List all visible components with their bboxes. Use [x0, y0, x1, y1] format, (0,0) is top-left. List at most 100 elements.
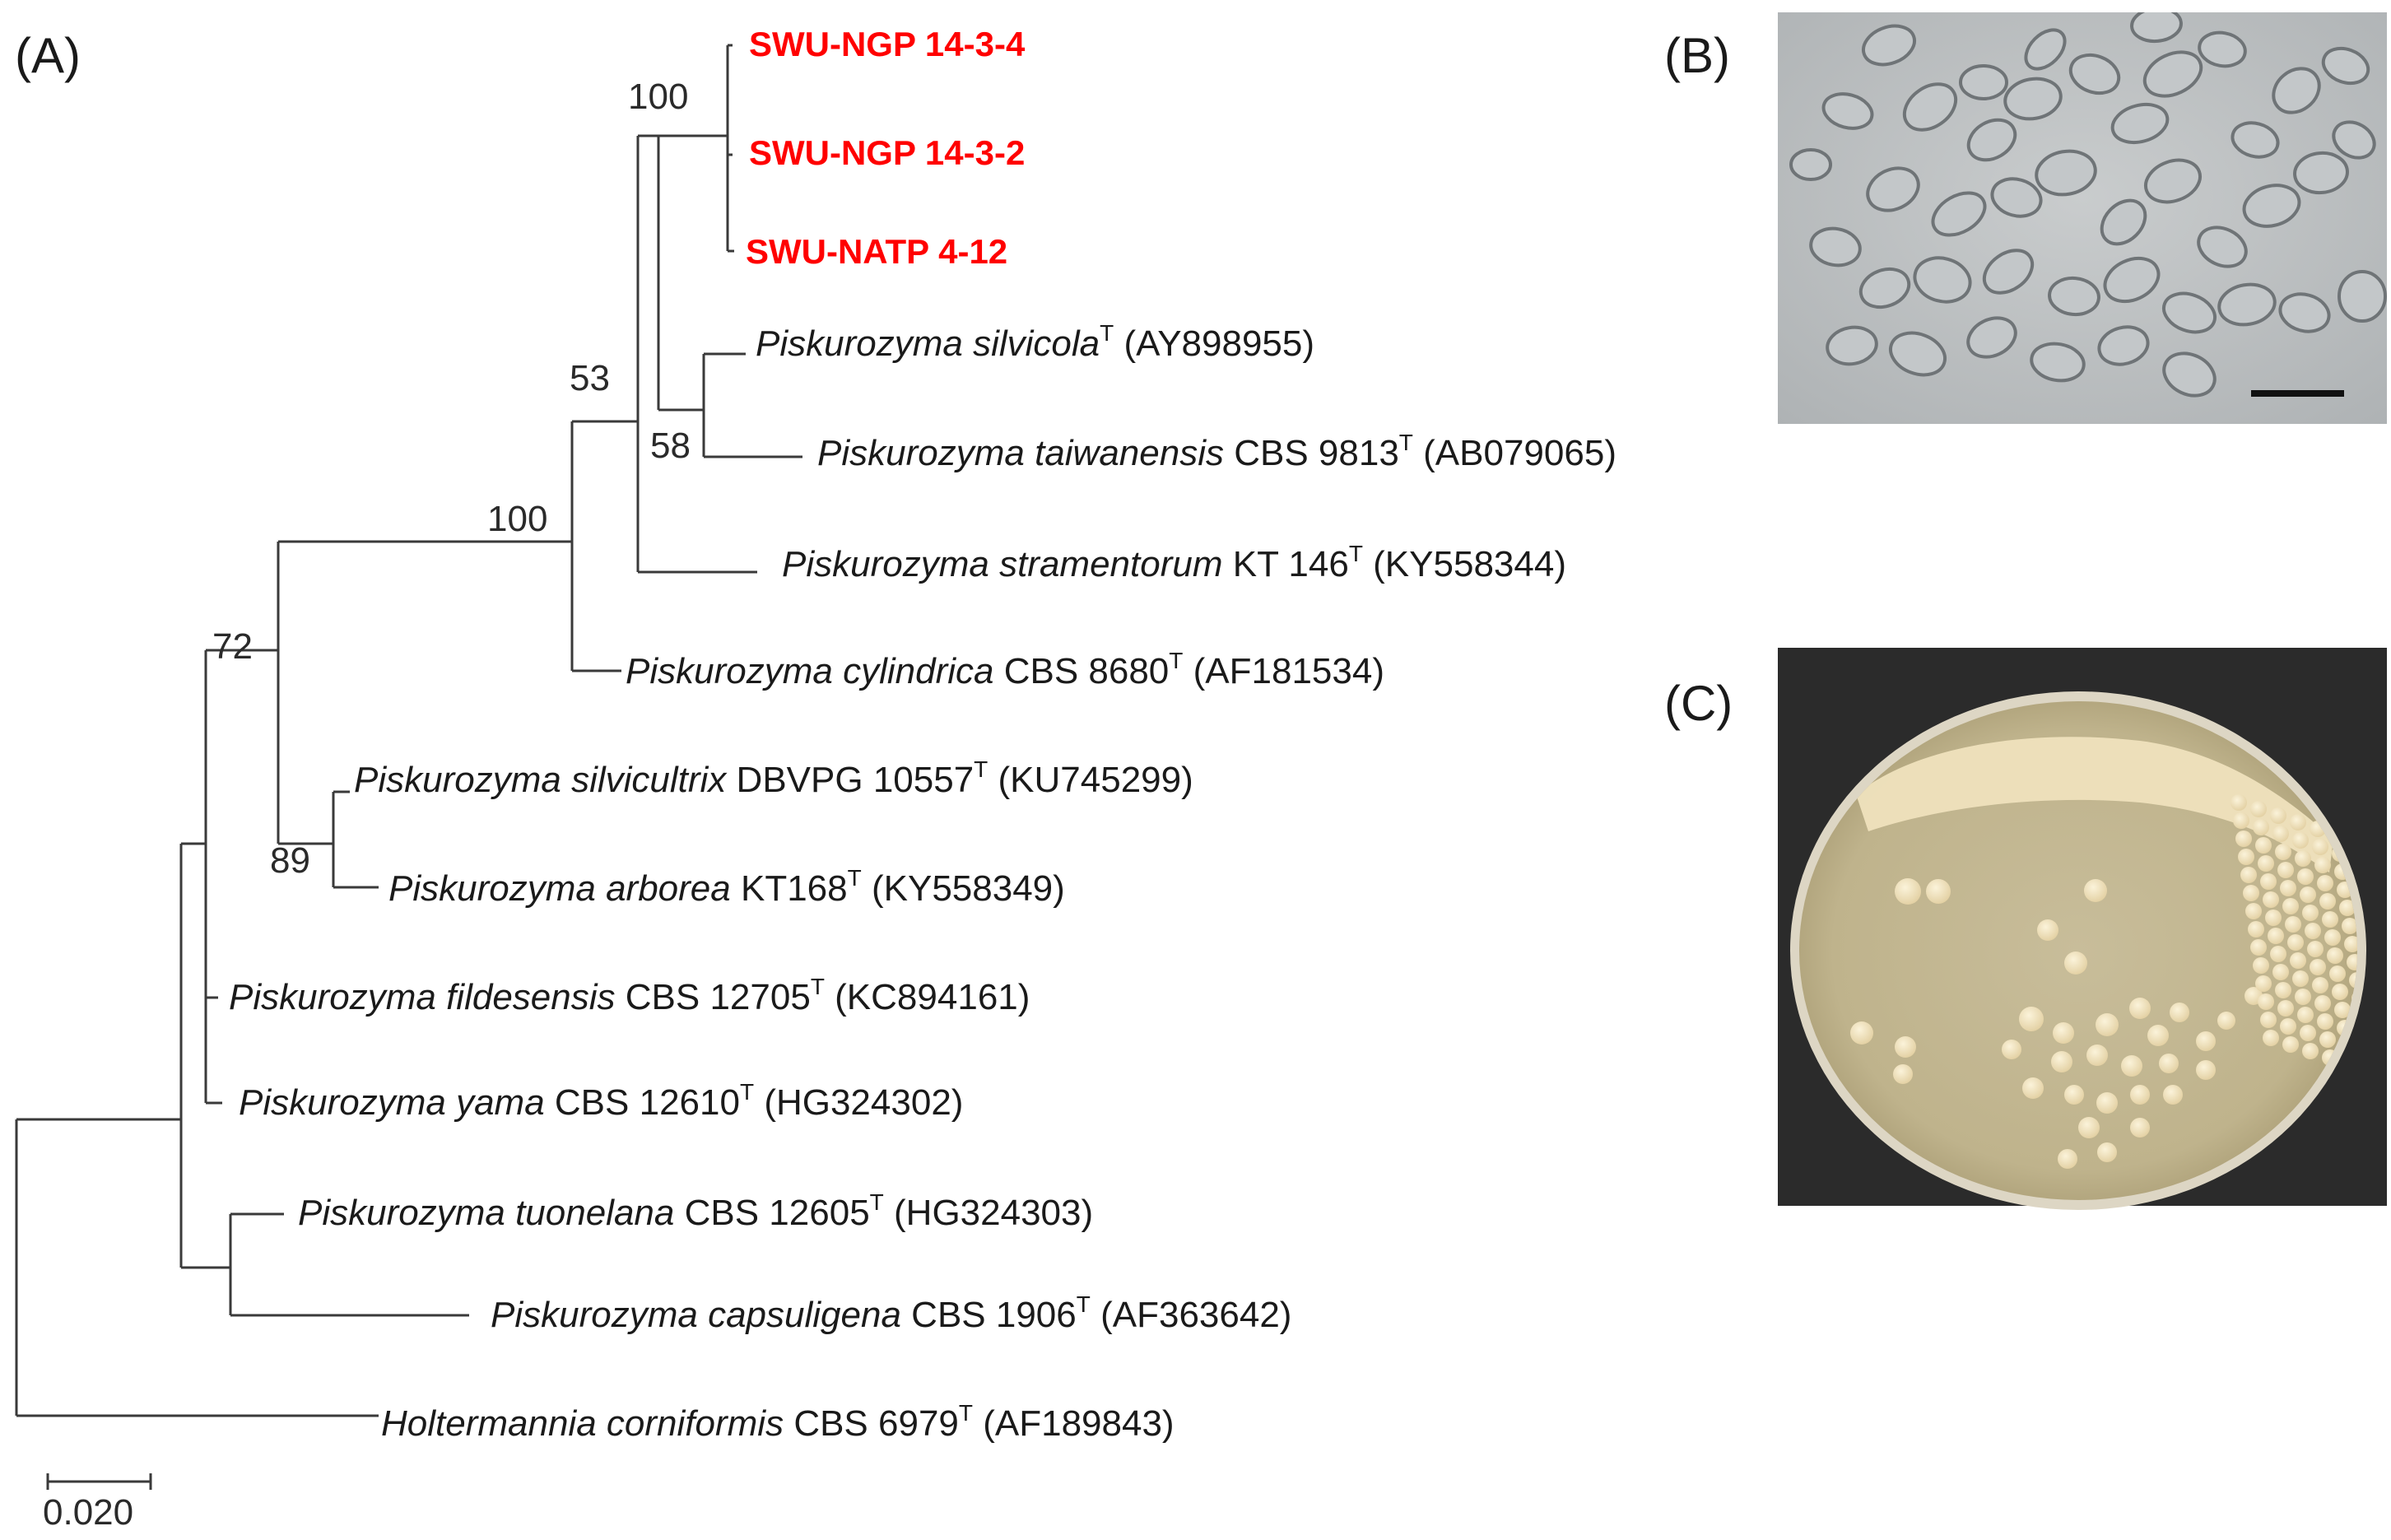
colony	[2051, 1051, 2072, 1072]
colonies	[1850, 794, 2357, 1169]
colony	[2314, 857, 2331, 873]
taxon-label: Piskurozyma yama CBS 12610T (HG324302)	[239, 1079, 963, 1123]
colony	[2329, 965, 2346, 982]
colony	[2260, 873, 2277, 890]
colony	[2022, 1077, 2044, 1099]
colony	[2064, 951, 2087, 975]
colony	[2282, 898, 2299, 914]
colony	[1926, 879, 1951, 904]
taxon-label: Piskurozyma taiwanensis CBS 9813T (AB079…	[817, 430, 1616, 473]
yeast-cell	[1809, 226, 1862, 268]
yeast-cell	[2003, 77, 2063, 121]
panel-label-a: (A)	[15, 28, 81, 83]
colony	[2344, 936, 2357, 952]
colony	[2317, 1013, 2333, 1030]
taxon-label-highlighted: SWU-NGP 14-3-2	[749, 133, 1025, 172]
taxon-labels: SWU-NGP 14-3-4 SWU-NGP 14-3-2 SWU-NATP 4…	[229, 25, 1616, 1444]
colony	[2314, 995, 2331, 1012]
colony	[2295, 850, 2311, 867]
taxon-label: Piskurozyma fildesensis CBS 12705T (KC89…	[229, 974, 1030, 1017]
colony	[1850, 1021, 1873, 1045]
colony	[2096, 1092, 2118, 1114]
colony	[2196, 1031, 2216, 1051]
colony	[2270, 807, 2286, 824]
colony	[2277, 1000, 2294, 1017]
colony	[2280, 1018, 2296, 1035]
colony	[2319, 1031, 2336, 1048]
taxon-label: Piskurozyma tuonelana CBS 12605T (HG3243…	[298, 1189, 1093, 1233]
colony	[2305, 923, 2321, 939]
colony	[2084, 879, 2107, 902]
colony	[2319, 893, 2336, 910]
colony	[2086, 1045, 2108, 1066]
panel-label-b: (B)	[1664, 28, 1730, 83]
yeast-cell	[2097, 325, 2150, 366]
yeast-cell	[2110, 102, 2170, 145]
yeast-cell	[1902, 82, 1958, 132]
colony	[2233, 812, 2249, 829]
taxon-label-highlighted: SWU-NGP 14-3-4	[749, 25, 1026, 63]
colony	[2312, 977, 2328, 993]
agar-surface	[1799, 701, 2357, 1200]
taxon-label: Holtermannia corniformis CBS 6979T (AF18…	[381, 1400, 1175, 1444]
colony	[2297, 868, 2314, 885]
colony	[2270, 946, 2286, 962]
colony	[2147, 1025, 2169, 1046]
colony	[1895, 1036, 1916, 1058]
bootstrap-values: 100 53 58 100 72 89	[212, 77, 691, 881]
bootstrap-label: 53	[570, 358, 610, 398]
colony	[2130, 1085, 2150, 1105]
scale-bar-label: 0.020	[43, 1492, 133, 1533]
colony	[2327, 947, 2343, 964]
yeast-cell	[2100, 198, 2147, 246]
colony	[2078, 1117, 2100, 1138]
colony	[2053, 1022, 2074, 1044]
yeast-cells	[1789, 12, 2387, 398]
yeast-cell	[1789, 148, 1832, 181]
colony	[2290, 814, 2306, 830]
yeast-cell	[2332, 120, 2376, 160]
colony	[2250, 939, 2267, 956]
bootstrap-label: 72	[212, 626, 253, 667]
colony	[2287, 934, 2304, 951]
colony	[2058, 1149, 2077, 1169]
colony	[2295, 989, 2311, 1005]
colony	[2282, 1036, 2299, 1053]
yeast-cell	[1931, 191, 1987, 237]
yeast-cell	[2278, 292, 2331, 333]
scale-bar: 0.020	[43, 1473, 152, 1533]
bootstrap-label: 58	[650, 426, 691, 466]
bootstrap-label: 100	[628, 77, 688, 117]
yeast-cell	[2293, 151, 2349, 195]
yeast-cell	[2217, 282, 2277, 327]
colony	[2255, 975, 2272, 992]
yeast-cell	[2242, 184, 2301, 228]
colony	[2265, 910, 2282, 926]
taxon-label: Piskurozyma silvicultrix DBVPG 10557T (K…	[354, 756, 1193, 800]
colony	[2097, 1142, 2117, 1162]
colony	[2243, 885, 2259, 901]
yeast-cell	[2231, 121, 2280, 159]
taxon-label: Piskurozyma silvicolaT (AY898955)	[756, 320, 1314, 364]
colony	[2324, 929, 2341, 946]
colony	[2297, 1007, 2314, 1023]
colony	[2064, 1085, 2084, 1105]
yeast-cell	[1826, 325, 1878, 366]
colony	[2275, 844, 2291, 860]
petri-dish-photo	[1778, 648, 2387, 1210]
yeast-cell	[1959, 64, 2008, 100]
yeast-cell	[2338, 270, 2387, 323]
colony	[1895, 878, 1921, 905]
colony	[2235, 830, 2252, 847]
colony	[2300, 886, 2316, 903]
colony	[2217, 1012, 2235, 1030]
colony	[2248, 921, 2264, 937]
yeast-cell	[2030, 342, 2086, 383]
colony	[2292, 970, 2309, 987]
colony	[2268, 928, 2284, 944]
yeast-cell	[1858, 267, 1911, 309]
yeast-cell	[1966, 316, 2017, 359]
colony	[2302, 905, 2319, 921]
